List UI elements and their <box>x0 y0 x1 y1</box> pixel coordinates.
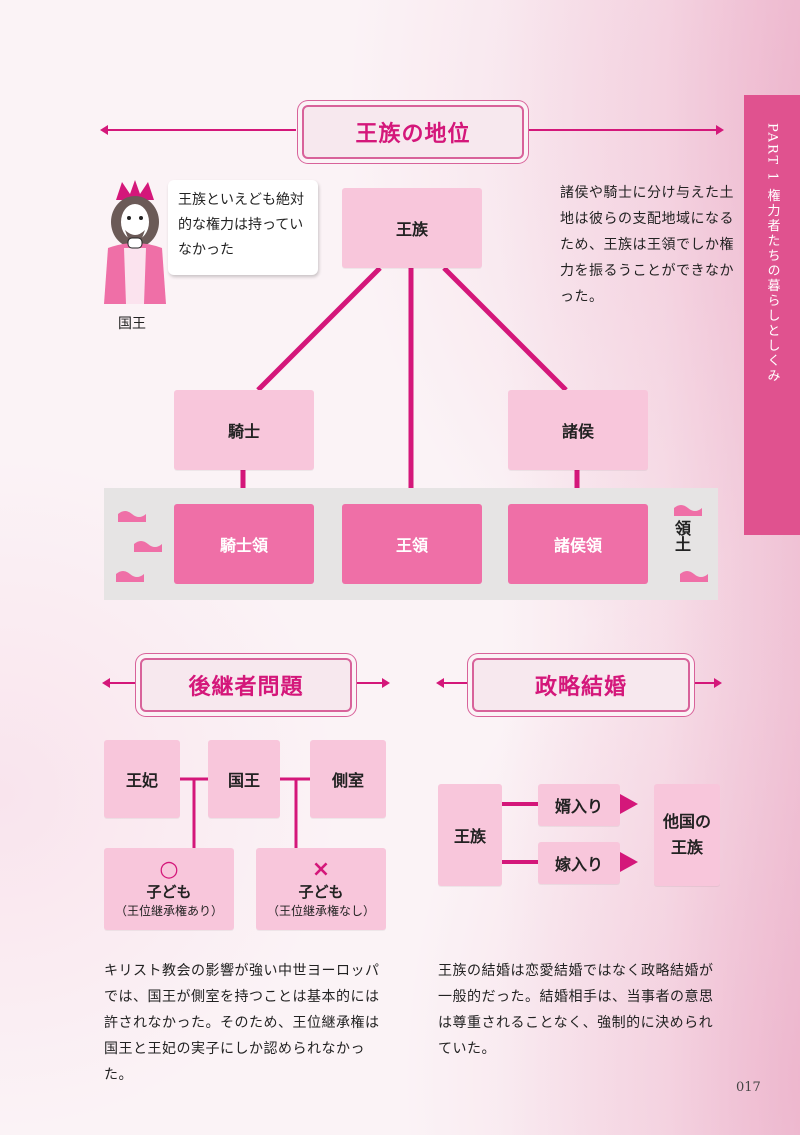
rule-end-right <box>714 678 722 688</box>
child-note: （王位継承権あり） <box>114 904 223 918</box>
title-rule-left <box>106 129 296 131</box>
section2-text: キリスト教会の影響が強い中世ヨーロッパでは、国王が側室を持つことは基本的には許さ… <box>104 963 380 1083</box>
node-child-illegitimate: × 子ども （王位継承権なし） <box>256 848 386 930</box>
node-royal: 王族 <box>342 188 482 268</box>
child-label: 子ども <box>146 883 192 901</box>
title-rule-left <box>442 682 470 684</box>
child-label: 子ども <box>298 883 344 901</box>
speech-bubble: 王族といえども絶対的な権力は持っていなかった <box>168 180 318 275</box>
section3-text: 王族の結婚は恋愛結婚ではなく政略結婚が一般的だった。結婚相手は、当事者の意思は尊… <box>438 963 714 1057</box>
flag-icon <box>134 540 162 552</box>
node-groom: 婿入り <box>538 784 620 826</box>
rule-end-right <box>382 678 390 688</box>
part-mark: C <box>748 92 769 122</box>
arrow-right-icon <box>620 794 638 814</box>
node-child-legitimate: ○ 子ども （王位継承権あり） <box>104 848 234 930</box>
node-concubine: 側室 <box>310 740 386 818</box>
king-illustration <box>98 178 172 306</box>
section-title-succession: 後継者問題 <box>140 658 352 712</box>
territory-label: 領土 <box>672 520 691 552</box>
flag-icon <box>118 510 146 522</box>
child-note: （王位継承権なし） <box>266 904 375 918</box>
rule-end-right <box>716 125 724 135</box>
flag-icon <box>674 504 702 516</box>
node-foreign-royal: 他国の王族 <box>654 784 720 886</box>
node-royal-family: 王族 <box>438 784 502 886</box>
section-title-political-marriage: 政略結婚 <box>472 658 690 712</box>
part-side-tab: PART 1 権力者たちの暮らしとしくみ <box>744 95 800 535</box>
node-queen: 王妃 <box>104 740 180 818</box>
title-rule-right <box>688 682 716 684</box>
king-label: 国王 <box>118 316 146 332</box>
title-rule-right <box>528 129 718 131</box>
node-lord: 諸侯 <box>508 390 648 470</box>
cross-icon: × <box>311 857 331 882</box>
rule-end-left <box>436 678 444 688</box>
section-title-royal-status: 王族の地位 <box>302 105 524 159</box>
node-lord-domain: 諸侯領 <box>508 504 648 584</box>
circle-icon: ○ <box>159 857 179 882</box>
title-rule-right <box>350 682 384 684</box>
node-knight-domain: 騎士領 <box>174 504 314 584</box>
flag-icon <box>116 570 144 582</box>
page-number: 017 <box>736 1080 761 1095</box>
flag-icon <box>680 570 708 582</box>
title-rule-left <box>108 682 138 684</box>
node-knight: 騎士 <box>174 390 314 470</box>
rule-end-left <box>100 125 108 135</box>
node-bride: 嫁入り <box>538 842 620 884</box>
node-royal-domain: 王領 <box>342 504 482 584</box>
side-tab-label: PART 1 権力者たちの暮らしとしくみ <box>764 123 780 384</box>
rule-end-left <box>102 678 110 688</box>
arrow-right-icon <box>620 852 638 872</box>
node-king: 国王 <box>208 740 280 818</box>
section1-note: 諸侯や騎士に分け与えた土地は彼らの支配地域になるため、王族は王領でしか権力を振る… <box>560 185 734 305</box>
